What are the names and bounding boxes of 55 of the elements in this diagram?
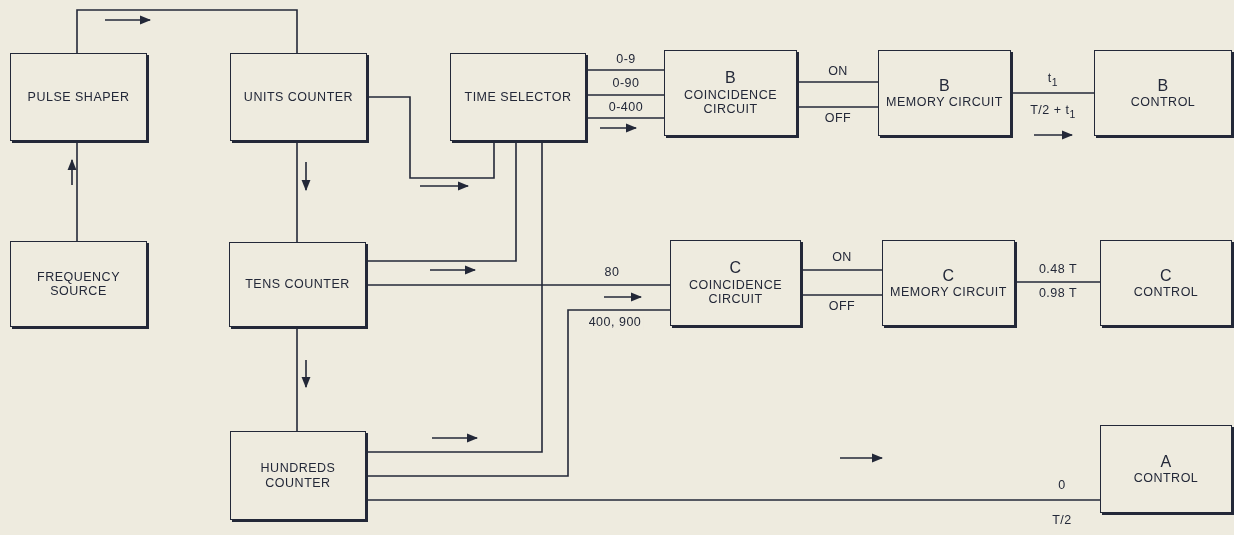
- connector-line: [800, 269, 883, 271]
- connector-line: [1014, 281, 1101, 283]
- block-label: TENS COUNTER: [245, 277, 350, 292]
- block-label: C: [942, 266, 955, 285]
- block-box: [882, 240, 1015, 326]
- block-label: B: [724, 69, 737, 88]
- block-label: HUNDREDS COUNTER: [259, 461, 337, 490]
- block-label: C: [1159, 266, 1173, 285]
- block-box: [1094, 50, 1232, 136]
- block-box: [878, 50, 1011, 136]
- connector-line: [796, 81, 879, 83]
- connector-line: [76, 9, 298, 54]
- block-label: COINCIDENCE CIRCUIT: [683, 87, 778, 117]
- block-box: [450, 53, 586, 141]
- connector-line: [585, 117, 665, 119]
- connector-line: [800, 294, 883, 296]
- block-box: [1100, 240, 1232, 326]
- block-box: [10, 53, 147, 141]
- block-label: COINCIDENCE CIRCUIT: [688, 277, 783, 307]
- connector-line: [585, 94, 665, 96]
- connector-line: [296, 140, 298, 243]
- block-label: A: [1160, 452, 1172, 471]
- block-box: [230, 53, 367, 141]
- signal-label: T/2 + t$_{1}$: [1028, 104, 1078, 120]
- connector-line: [366, 96, 495, 179]
- block-label: FREQUENCY SOURCE: [36, 269, 121, 299]
- connector-line: [365, 140, 517, 262]
- block-label: CONTROL: [1133, 285, 1199, 300]
- connector-line: [365, 284, 671, 286]
- block-box: [664, 50, 797, 136]
- block-label: UNITS COUNTER: [243, 89, 354, 105]
- connector-line: [296, 326, 298, 432]
- edge-label: 400, 900: [586, 316, 644, 330]
- block-label: TIME SELECTOR: [464, 89, 572, 105]
- block-box: [1100, 425, 1232, 513]
- block-label: CONTROL: [1133, 471, 1199, 486]
- block-label: CONTROL: [1130, 95, 1196, 110]
- block-box: [229, 242, 366, 327]
- block-box: [10, 241, 147, 327]
- connector-line: [1010, 92, 1095, 94]
- connector-line: [365, 499, 1101, 501]
- edge-label: t$_{1}$: [1045, 72, 1061, 88]
- connector-line: [76, 140, 78, 242]
- connector-line: [365, 309, 671, 477]
- block-label: B: [1157, 76, 1169, 95]
- block-label: PULSE SHAPER: [27, 89, 130, 105]
- connector-line: [365, 140, 543, 453]
- block-box: [230, 431, 366, 520]
- block-label: MEMORY CIRCUIT: [890, 285, 1007, 300]
- block-label: B: [938, 76, 951, 95]
- block-box: [670, 240, 801, 326]
- block-label: C: [729, 259, 742, 278]
- connector-line: [585, 69, 665, 71]
- block-label: MEMORY CIRCUIT: [886, 95, 1003, 110]
- connector-line: [796, 106, 879, 108]
